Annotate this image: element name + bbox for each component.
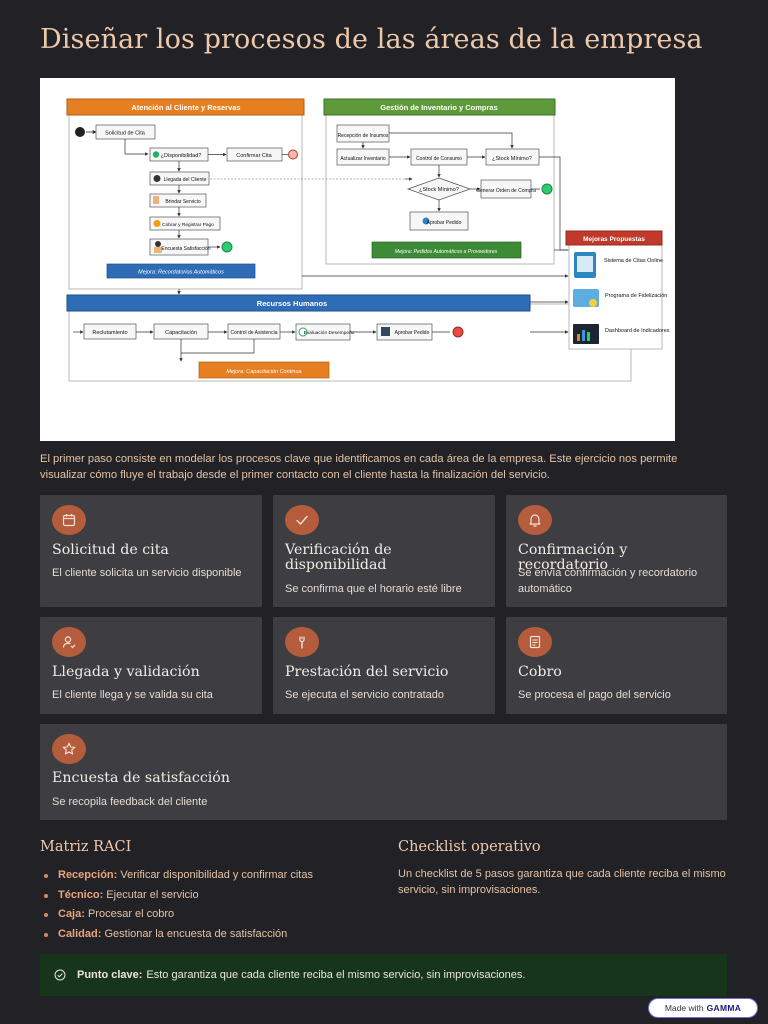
step-aprobar-hr: Aprobar Pedido xyxy=(395,330,430,336)
check-circle-icon xyxy=(54,969,66,981)
inventory-lane-title: Gestión de Inventario y Compras xyxy=(380,103,498,112)
hr-lane: Recursos Humanos Reclutamiento Capacitac… xyxy=(66,294,632,382)
proposal-dashboard: Dashboard de Indicadores xyxy=(605,328,670,334)
inventory-lane: Gestión de Inventario y Compras Recepció… xyxy=(323,98,556,265)
key-point-callout: Punto clave: Esto garantiza que cada cli… xyxy=(40,954,727,996)
customer-improvement: Mejora: Recordatorios Automáticos xyxy=(138,270,224,276)
checklist-heading: Checklist operativo xyxy=(398,839,541,855)
step-brindar: Brindar Servicio xyxy=(165,199,201,205)
hr-lane-title: Recursos Humanos xyxy=(257,299,327,308)
card-encuesta: Encuesta de satisfacción Se recopila fee… xyxy=(40,724,727,820)
card-llegada: Llegada y validación El cliente llega y … xyxy=(40,617,262,714)
step-capacitacion: Capacitación xyxy=(165,330,197,336)
step-cobrar: Cobrar y Registrar Pago xyxy=(162,222,214,228)
card-desc: Se ejecuta el servicio contratado xyxy=(285,689,444,701)
card-desc: El cliente solicita un servicio disponib… xyxy=(52,567,242,579)
page-title: Diseñar los procesos de las áreas de la … xyxy=(40,24,703,55)
card-title: Llegada y validación xyxy=(52,664,200,680)
list-item: Caja: Procesar el cobro xyxy=(42,905,313,925)
calendar-icon xyxy=(52,505,86,535)
card-title: Cobro xyxy=(518,664,562,680)
checklist-text: Un checklist de 5 pasos garantiza que ca… xyxy=(398,868,726,896)
user-check-icon xyxy=(52,627,86,657)
card-title: Verificación de disponibilidad xyxy=(285,542,392,573)
card-title: Solicitud de cita xyxy=(52,542,169,558)
step-stock-1: ¿Stock Mínimo? xyxy=(492,156,532,162)
step-confirmar: Confirmar Cita xyxy=(236,153,272,159)
step-evaluacion: Evaluación Desempeño xyxy=(304,330,355,336)
proposal-citas: Sistema de Citas Online xyxy=(604,258,663,264)
step-aprobar: Aprobar Pedido xyxy=(427,220,462,226)
step-asistencia: Control de Asistencia xyxy=(231,330,278,336)
customer-lane-title: Atención al Cliente y Reservas xyxy=(131,103,240,112)
step-recepcion: Recepción de Insumos xyxy=(338,133,389,139)
card-cobro: Cobro Se procesa el pago del servicio xyxy=(506,617,727,714)
list-item: Técnico: Ejecutar el servicio xyxy=(42,886,313,906)
step-encuesta: Encuesta Satisfacción xyxy=(161,246,210,252)
made-with-badge[interactable]: Made with GAMMA xyxy=(648,998,758,1018)
proposals-title: Mejoras Propuestas xyxy=(583,236,645,243)
wrench-icon xyxy=(285,627,319,657)
hr-improvement: Mejora: Capacitación Continua xyxy=(226,369,301,375)
raci-list: Recepción: Verificar disponibilidad y co… xyxy=(42,866,313,944)
bell-icon xyxy=(518,505,552,535)
step-llegada: Llegada del Cliente xyxy=(164,177,207,183)
check-icon xyxy=(285,505,319,535)
process-diagram: Atención al Cliente y Reservas Solicitud… xyxy=(40,78,675,441)
inventory-improvement: Mejora: Pedidos Automáticos a Proveedore… xyxy=(395,249,498,255)
card-title: Prestación del servicio xyxy=(285,664,449,680)
step-stock-2: ¿Stock Mínimo? xyxy=(419,187,459,193)
star-icon xyxy=(52,734,86,764)
card-confirmacion: Confirmación y recordatorio Se envía con… xyxy=(506,495,727,607)
badge-prefix: Made with xyxy=(664,1003,704,1013)
card-desc: Se procesa el pago del servicio xyxy=(518,689,671,701)
card-verificacion: Verificación de disponibilidad Se confir… xyxy=(273,495,495,607)
callout-text: Esto garantiza que cada cliente reciba e… xyxy=(146,969,526,981)
list-item: Calidad: Gestionar la encuesta de satisf… xyxy=(42,925,313,945)
step-reclutamiento: Reclutamiento xyxy=(92,330,127,336)
list-item: Recepción: Verificar disponibilidad y co… xyxy=(42,866,313,886)
step-actualizar: Actualizar Inventario xyxy=(340,156,386,162)
card-title: Encuesta de satisfacción xyxy=(52,770,230,786)
customer-lane: Atención al Cliente y Reservas Solicitud… xyxy=(66,98,305,290)
proposal-fidelizacion: Programa de Fidelización xyxy=(605,293,667,299)
card-desc: Se recopila feedback del cliente xyxy=(52,796,208,808)
card-desc: Se confirma que el horario esté libre xyxy=(285,583,462,595)
card-desc: El cliente llega y se valida su cita xyxy=(52,689,213,701)
step-solicitud: Solicitud de Cita xyxy=(105,131,146,137)
proposals-panel: Mejoras Propuestas Sistema de Citas Onli… xyxy=(565,230,670,350)
raci-heading: Matriz RACI xyxy=(40,839,132,855)
card-solicitud: Solicitud de cita El cliente solicita un… xyxy=(40,495,262,607)
intro-paragraph: El primer paso consiste en modelar los p… xyxy=(40,453,678,481)
card-prestacion: Prestación del servicio Se ejecuta el se… xyxy=(273,617,495,714)
card-title: Confirmación y recordatorio xyxy=(518,542,628,573)
step-generar: Generar Orden de Compra xyxy=(476,188,536,194)
step-disponibilidad: ¿Disponibilidad? xyxy=(161,153,202,159)
callout-label: Punto clave: xyxy=(77,969,143,981)
step-control: Control de Consumo xyxy=(416,156,462,162)
card-desc: Se envía confirmación y recordatorio aut… xyxy=(518,567,698,595)
receipt-icon xyxy=(518,627,552,657)
badge-brand: GAMMA xyxy=(706,1003,742,1013)
